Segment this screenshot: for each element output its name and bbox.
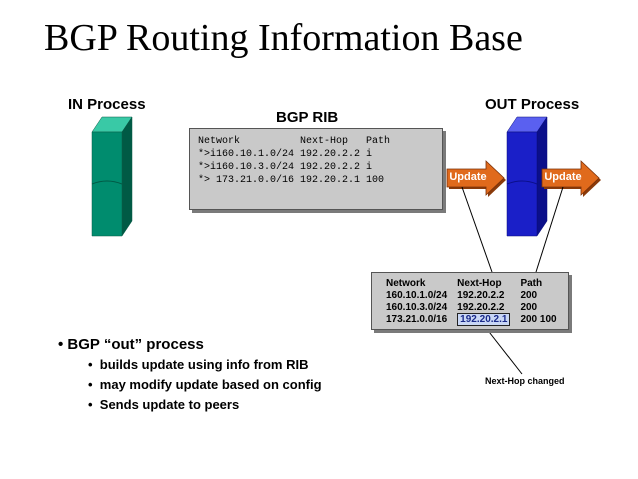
table-cell: 200 100 [520, 314, 566, 326]
update-label-1: Update [447, 171, 489, 183]
table-cell: 192.20.2.1 [457, 314, 520, 326]
table-cell: 173.21.0.0/16 [386, 314, 457, 326]
table-cell: *>i160.10.1.0/24 [198, 148, 300, 161]
next-hop-pointer-line [486, 328, 522, 374]
column-header: Network [198, 135, 300, 148]
table-cell: 192.20.2.2 [300, 161, 366, 174]
bullet-dot: • [88, 357, 100, 372]
column-header: Next-Hop [300, 135, 366, 148]
table-cell: i [366, 161, 396, 174]
bullet-sub-text: Sends update to peers [100, 397, 239, 412]
table-cell: 192.20.2.2 [457, 290, 520, 302]
table-cell: 200 [520, 290, 566, 302]
bullet-sub: • Sends update to peers [88, 397, 322, 412]
bullet-main-text: BGP “out” process [67, 336, 203, 353]
table-row: *>i160.10.3.0/24 192.20.2.2 i [198, 161, 396, 174]
table-cell: 192.20.2.2 [300, 148, 366, 161]
table-header-row: Network Next-Hop Path [198, 135, 396, 148]
update-label-2: Update [542, 171, 584, 183]
out-process-block [507, 117, 547, 236]
bullet-dot: • [88, 397, 100, 412]
bgp-rib-table: Network Next-Hop Path *>i160.10.1.0/24 1… [198, 135, 396, 187]
table-cell: 160.10.3.0/24 [386, 302, 457, 314]
table-cell: i [366, 148, 396, 161]
update-message-table-box: Network Next-Hop Path 160.10.1.0/24 192.… [371, 272, 569, 330]
table-cell: *> 173.21.0.0/16 [198, 174, 300, 187]
column-header: Path [366, 135, 396, 148]
bullet-dot: • [88, 377, 100, 392]
bullet-main: • BGP “out” process [58, 336, 322, 353]
connector-line-left [462, 187, 492, 272]
bullet-sub: • builds update using info from RIB [88, 357, 322, 372]
table-cell: 100 [366, 174, 396, 187]
table-header-row: Network Next-Hop Path [386, 278, 567, 290]
bullet-dot: • [58, 336, 67, 353]
table-row: 160.10.1.0/24 192.20.2.2 200 [386, 290, 567, 302]
in-process-block [92, 117, 132, 236]
table-row: *>i160.10.1.0/24 192.20.2.2 i [198, 148, 396, 161]
column-header: Network [386, 278, 457, 290]
bullet-sub: • may modify update based on config [88, 377, 322, 392]
table-cell: *>i160.10.3.0/24 [198, 161, 300, 174]
next-hop-changed-note: Next-Hop changed [485, 376, 565, 386]
bgp-rib-table-box: Network Next-Hop Path *>i160.10.1.0/24 1… [189, 128, 443, 210]
bullet-list: • BGP “out” process • builds update usin… [58, 336, 322, 412]
changed-next-hop-highlight: 192.20.2.1 [457, 313, 510, 326]
bullet-sub-text: builds update using info from RIB [100, 357, 309, 372]
table-cell: 192.20.2.1 [300, 174, 366, 187]
column-header: Next-Hop [457, 278, 520, 290]
table-row: 173.21.0.0/16 192.20.2.1 200 100 [386, 314, 567, 326]
table-cell: 160.10.1.0/24 [386, 290, 457, 302]
table-cell: 200 [520, 302, 566, 314]
column-header: Path [520, 278, 566, 290]
bullet-sub-text: may modify update based on config [100, 377, 322, 392]
update-message-table: Network Next-Hop Path 160.10.1.0/24 192.… [386, 278, 567, 326]
table-row: *> 173.21.0.0/16 192.20.2.1 100 [198, 174, 396, 187]
